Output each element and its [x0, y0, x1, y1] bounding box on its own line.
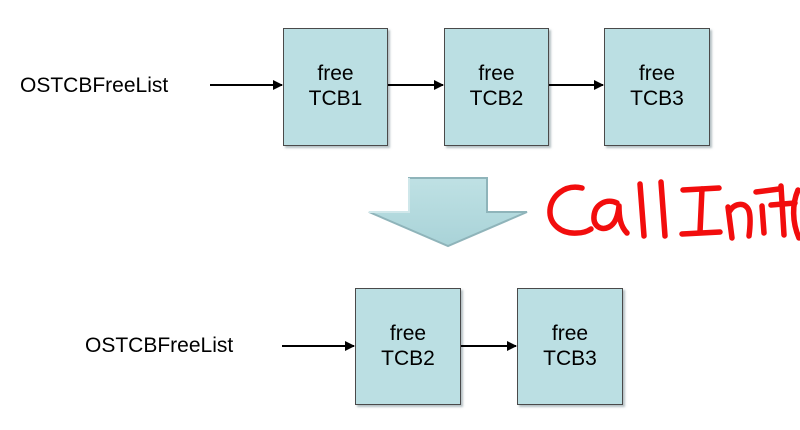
- handwritten-annotation-call-init: [543, 176, 800, 250]
- arrowhead-icon: [594, 80, 604, 90]
- tcb-node-line2: TCB2: [469, 87, 524, 110]
- tcb-node-top-2: free TCB2: [444, 28, 549, 146]
- freelist-label-bottom: OSTCBFreeList: [85, 334, 234, 357]
- tcb-node-line2: TCB3: [543, 346, 597, 370]
- tcb-node-line2: TCB2: [381, 346, 435, 370]
- tcb-node-line1: free: [317, 62, 354, 86]
- arrow-label-to-tcb1: [210, 80, 283, 90]
- freelist-label-top: OSTCBFreeList: [20, 74, 169, 97]
- tcb-node-line1: free: [551, 321, 589, 345]
- tcb-node-line2: TCB3: [630, 87, 684, 110]
- arrow-tcb1-to-tcb2: [388, 80, 444, 90]
- tcb-node-bottom-2: free TCB3: [517, 288, 623, 405]
- tcb-node-line1: free: [389, 321, 427, 345]
- arrowhead-icon: [273, 80, 283, 90]
- arrowhead-icon: [345, 341, 355, 351]
- tcb-node-line1: free: [638, 62, 676, 86]
- tcb-node-top-1: free TCB1: [283, 28, 388, 146]
- arrowhead-icon: [434, 80, 444, 90]
- tcb-node-bottom-1: free TCB2: [355, 288, 461, 405]
- tcb-node-line1: free: [478, 62, 515, 86]
- arrow-tcb2-to-tcb3: [549, 80, 604, 90]
- arrowhead-icon: [507, 341, 517, 351]
- tcb-node-line2: TCB1: [308, 87, 363, 110]
- arrow-label-to-tcb2-bottom: [282, 341, 355, 351]
- tcb-node-top-3: free TCB3: [604, 28, 710, 146]
- arrow-tcb2-to-tcb3-bottom: [461, 341, 517, 351]
- transition-down-arrow-icon: [366, 175, 530, 249]
